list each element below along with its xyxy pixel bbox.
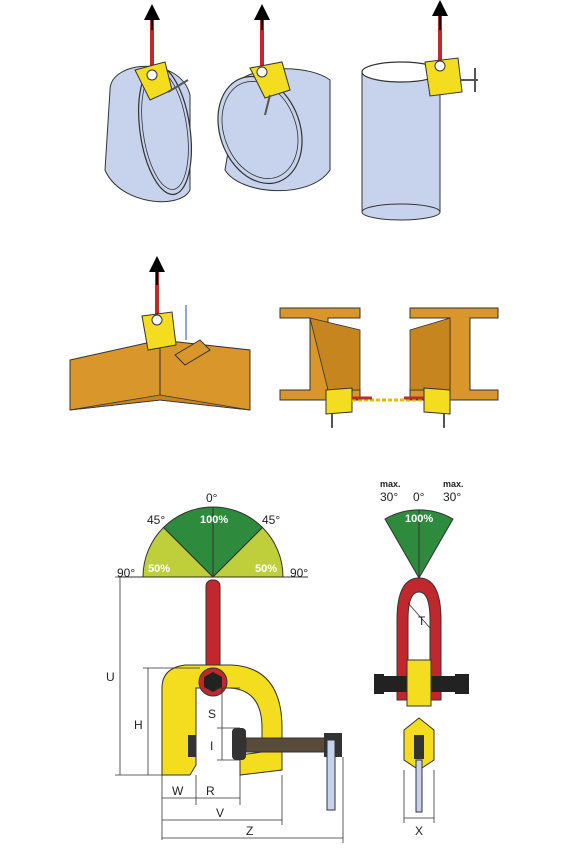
percent-center: 100%	[200, 514, 228, 526]
dim-s: S	[208, 707, 216, 721]
dim-i: I	[210, 739, 213, 753]
dimension-lines-left	[115, 576, 344, 843]
clamp-icon	[141, 311, 177, 351]
dim-r: R	[206, 784, 215, 798]
pipe-lift-3	[361, 0, 478, 221]
clamp-side-view	[161, 579, 342, 811]
percent-left: 50%	[148, 563, 170, 575]
angle-45-left: 45°	[147, 513, 165, 527]
max-right: max.	[443, 479, 464, 489]
percent-right-fan: 100%	[405, 513, 433, 525]
load-angle-fan-right: max. max. 30° 0° 30° 100%	[380, 479, 464, 580]
dim-h: H	[134, 718, 143, 732]
dim-u: U	[106, 670, 115, 684]
beam-lift	[279, 307, 499, 428]
dimension-lines-right	[403, 770, 435, 823]
angle-30-right: 30°	[443, 490, 461, 504]
angle-90-left: 90°	[117, 566, 135, 580]
max-left: max.	[380, 479, 401, 489]
dim-w: W	[172, 784, 184, 798]
dim-x: X	[415, 824, 423, 838]
load-angle-fan-left: 0° 45° 45° 90° 90° 100% 50% 50%	[117, 491, 308, 580]
dim-z: Z	[246, 824, 253, 838]
clamp-icon	[424, 57, 463, 97]
pipe-lift-2	[217, 4, 331, 192]
angle-45-right: 45°	[262, 513, 280, 527]
clamp-icon	[423, 387, 451, 415]
angle-0-right: 0°	[413, 490, 425, 504]
clamp-front-view: T	[374, 577, 469, 813]
lifting-eye	[205, 579, 221, 676]
dim-v: V	[216, 806, 224, 820]
pipe-lift-1	[104, 4, 192, 203]
angle-90-right: 90°	[290, 566, 308, 580]
angle-0: 0°	[206, 491, 218, 505]
percent-right: 50%	[255, 563, 277, 575]
plate-lift	[69, 256, 251, 411]
clamp-icon	[325, 387, 353, 415]
dim-t: T	[418, 614, 426, 628]
tommy-bar	[326, 739, 336, 811]
screw-spindle	[245, 737, 327, 753]
angle-30-left: 30°	[380, 490, 398, 504]
